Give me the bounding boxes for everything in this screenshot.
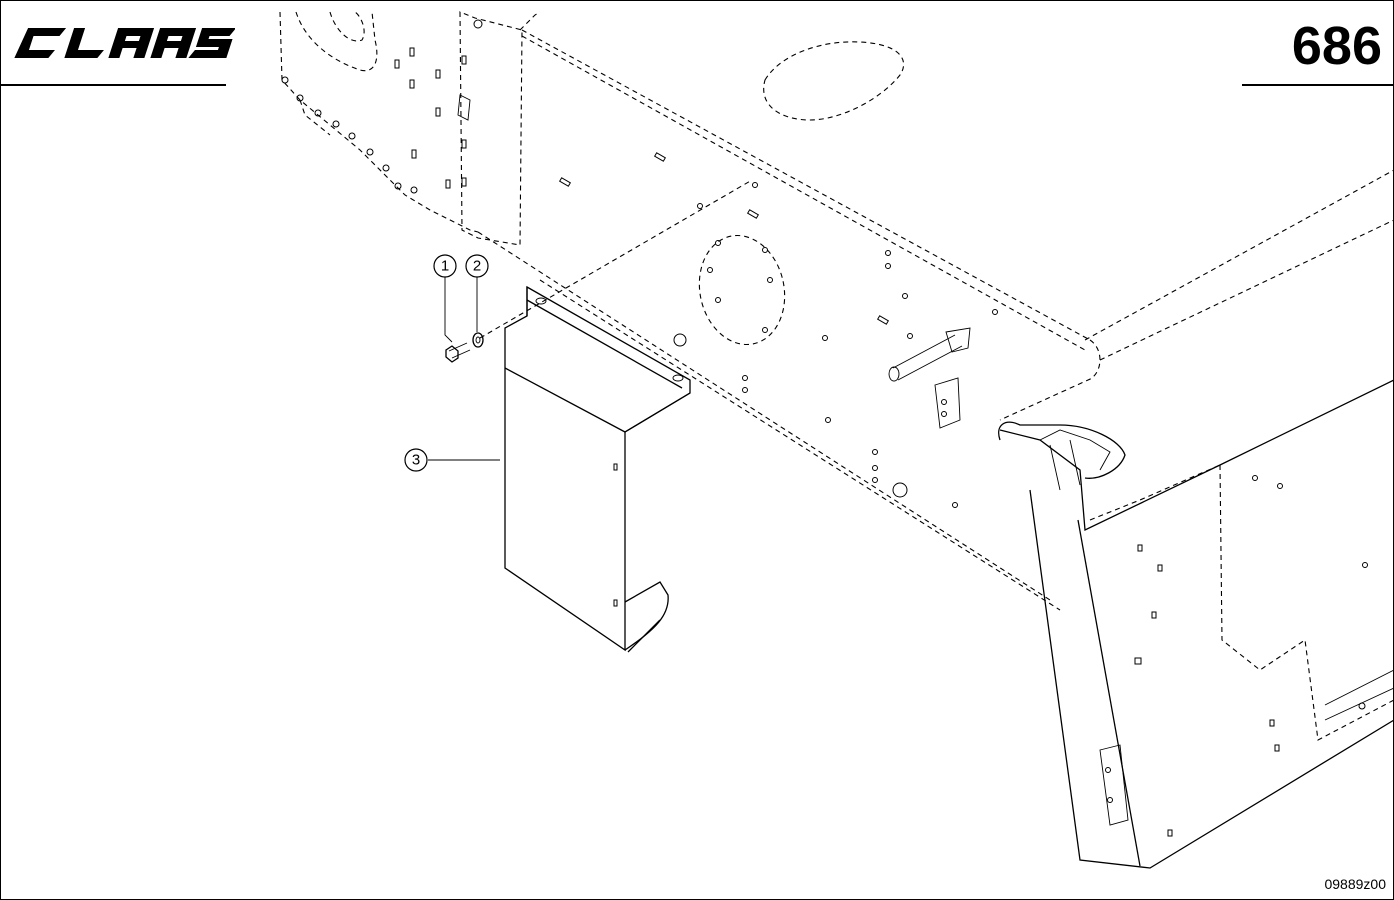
cover-plate-part-3 (504, 285, 691, 653)
frame-bracket-casting (279, 11, 541, 246)
callout-2: 2 (465, 254, 489, 278)
drawing-id: 09889z00 (1324, 876, 1386, 892)
callout-2-label: 2 (473, 258, 481, 275)
header-rule-left (0, 84, 226, 86)
callout-1: 1 (433, 254, 457, 278)
washer-part-2 (472, 332, 484, 348)
callout-3: 3 (404, 448, 428, 472)
side-frame-panel (998, 379, 1394, 869)
main-frame-beam (477, 29, 1394, 611)
claas-logo (14, 28, 235, 58)
header-rule-right (1242, 84, 1394, 86)
page-number: 686 (1291, 16, 1382, 76)
callout-3-label: 3 (412, 452, 420, 469)
callout-leaders (428, 277, 500, 461)
callout-1-label: 1 (441, 258, 449, 275)
bolt-part-1 (445, 342, 471, 363)
